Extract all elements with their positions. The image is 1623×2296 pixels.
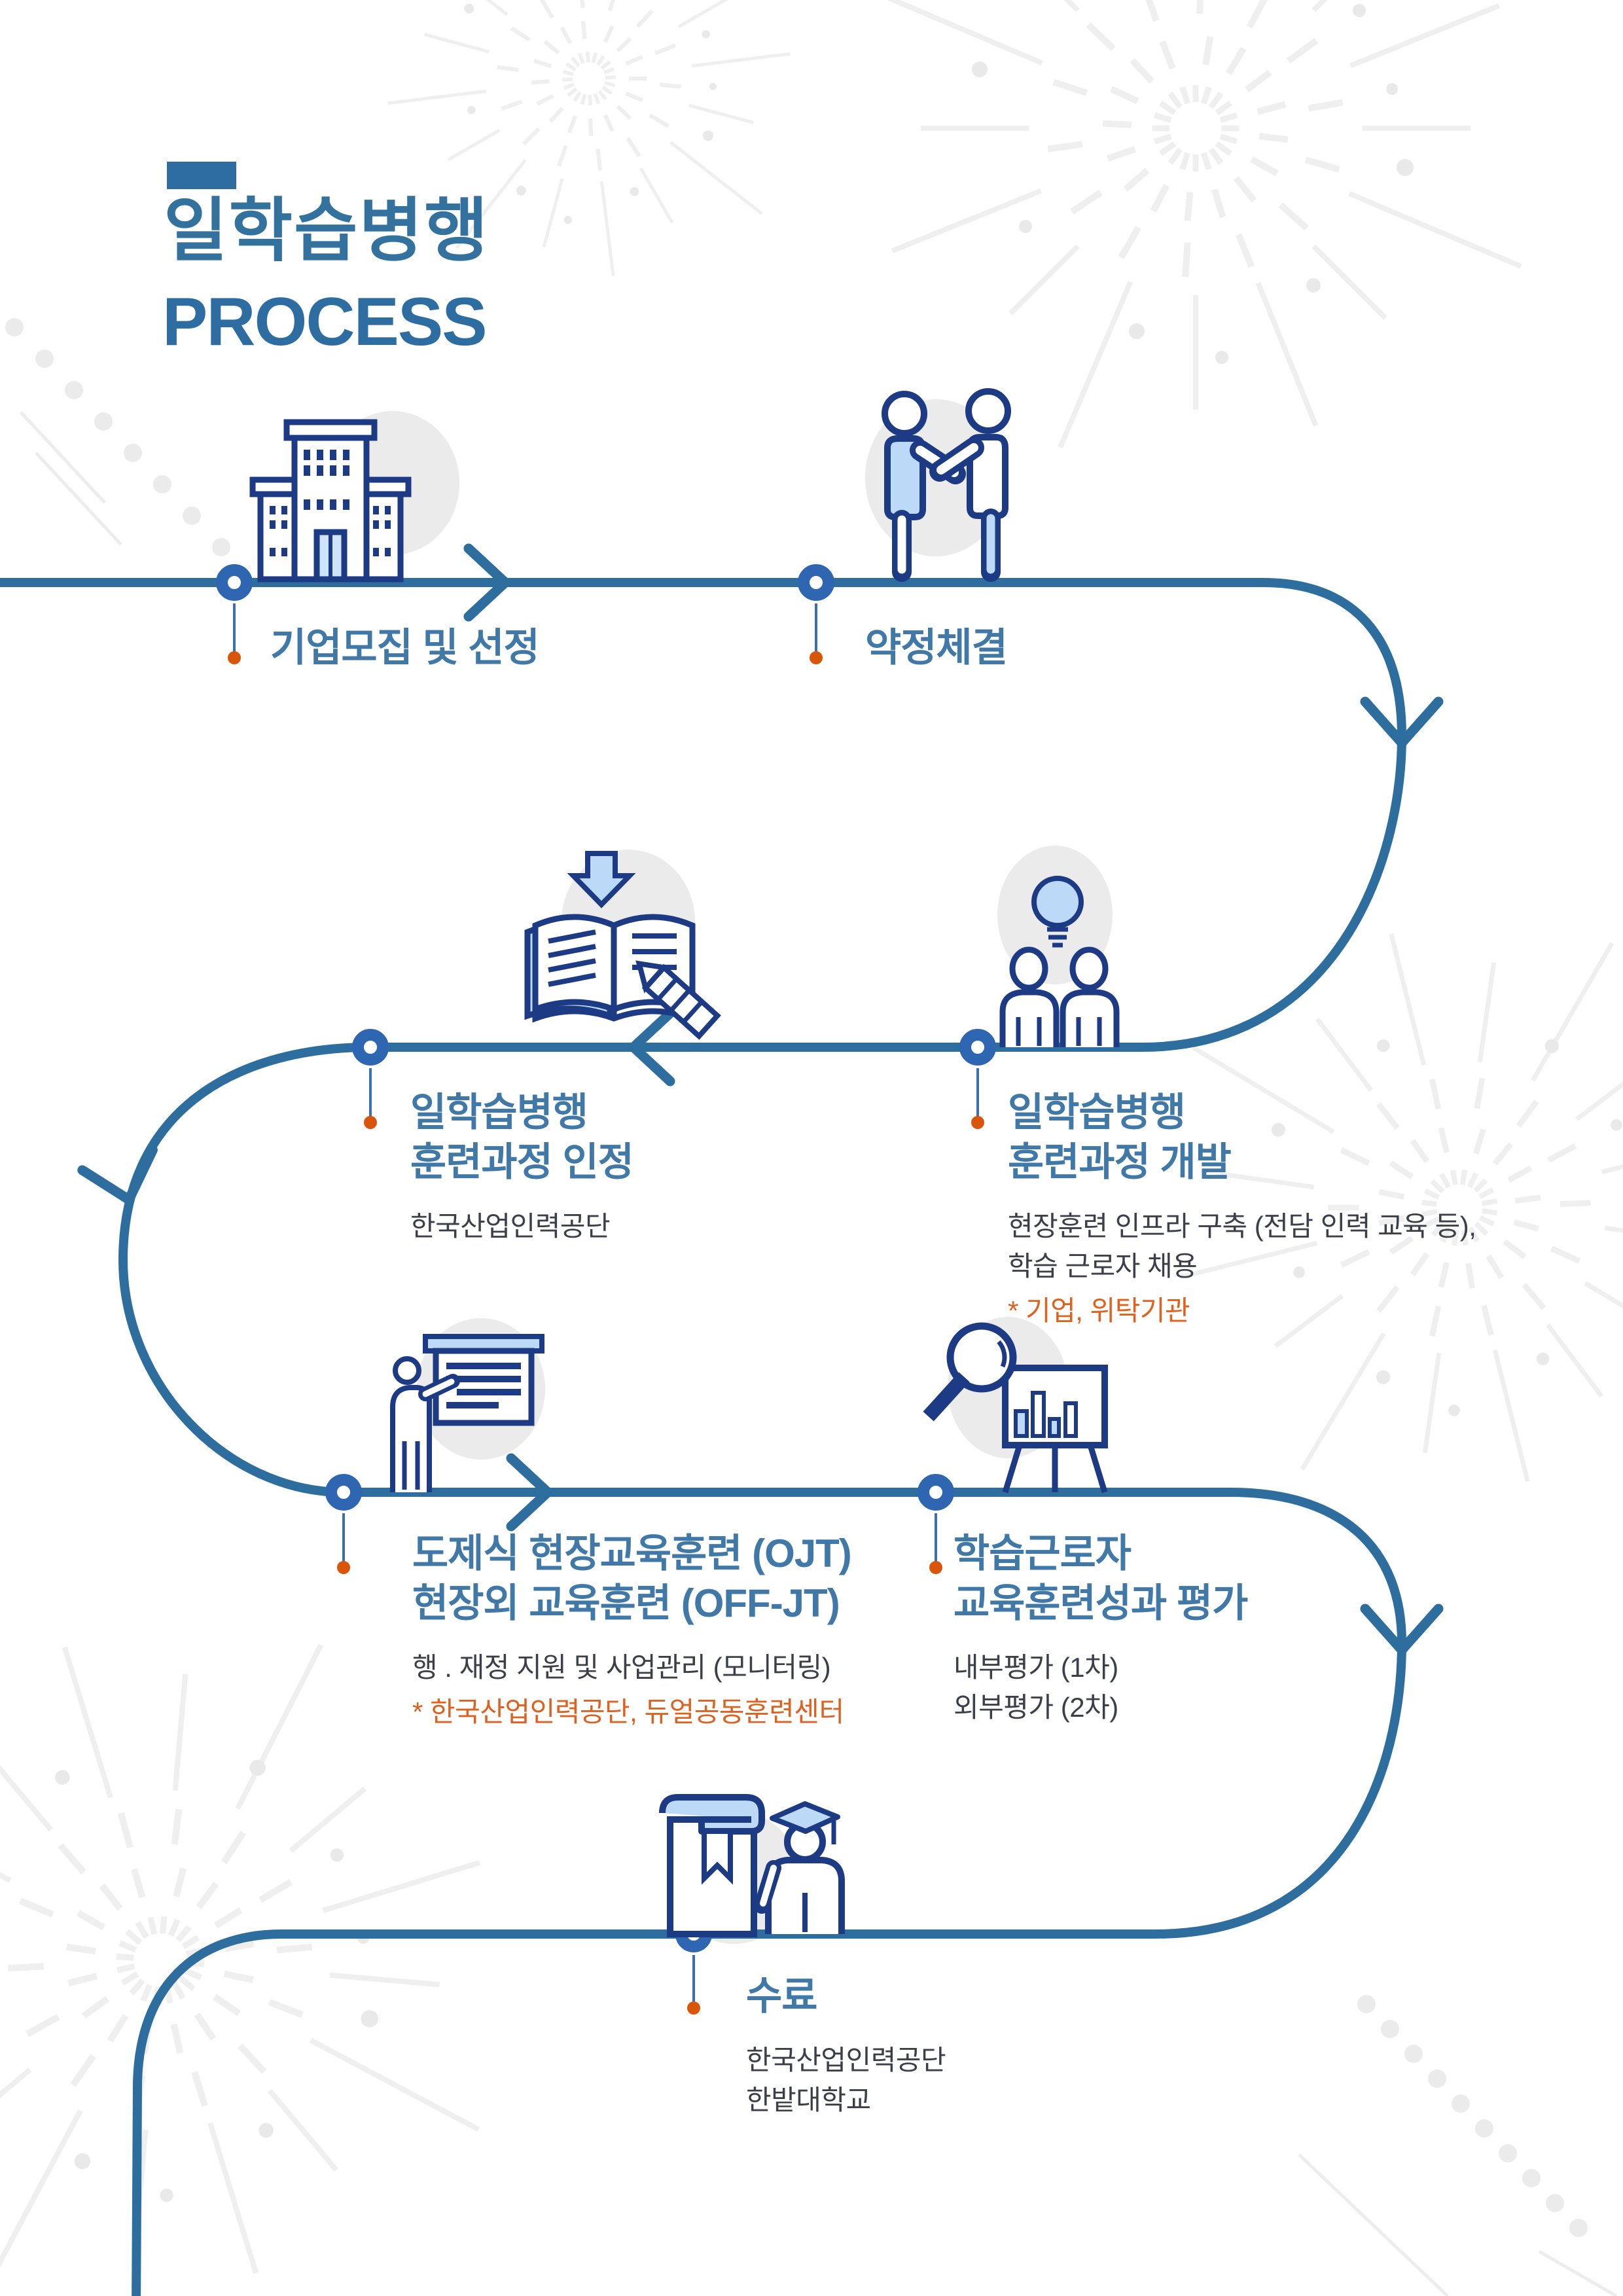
- step-title: 학습근로자 교육훈련성과 평가: [954, 1532, 1248, 1626]
- node-step-2: [798, 564, 834, 664]
- node-step-3: [959, 1029, 996, 1129]
- starburst-decoration-title-right: [343, 0, 836, 322]
- presenter-board-icon: [390, 1334, 544, 1492]
- step-title: 일학습병행 훈련과정 인정: [410, 1090, 634, 1185]
- arrow-down-icon: [1360, 696, 1444, 748]
- node-step-4: [352, 1029, 389, 1129]
- step-description: 한국산업인력공단: [410, 1211, 611, 1242]
- step-title: 도제식 현장교육훈련 (OJT) 현장외 교육훈련 (OFF-JT): [412, 1532, 852, 1626]
- step-title: 수료: [746, 1974, 817, 2018]
- node-step-1: [216, 564, 253, 664]
- step-title: 기업모집 및 선정: [270, 626, 540, 670]
- people-idea-icon: [999, 876, 1120, 1047]
- step-title: 일학습병행 훈련과정 개발: [1008, 1090, 1232, 1185]
- step-description: 내부평가 (1차) 외부평가 (2차): [954, 1652, 1118, 1723]
- arrow-down-icon: [1360, 1604, 1444, 1655]
- step-description: 행 . 재정 지원 및 사업관리 (모니터링): [412, 1652, 831, 1683]
- dot-chain-bottom-right: [1298, 1995, 1618, 2296]
- starburst-decoration-top-right: [870, 0, 1521, 448]
- step-3-course-development: 일학습병행 훈련과정 개발 현장훈련 인프라 구축 (전담 인력 교육 등), …: [1008, 1088, 1610, 1331]
- node-step-6: [918, 1474, 954, 1574]
- magnifier-chart-icon: [923, 1322, 1108, 1494]
- page-title-korean: 일학습병행: [164, 192, 490, 270]
- node-step-5: [325, 1474, 362, 1574]
- dot-chain-top-left: [5, 318, 230, 556]
- step-2-agreement: 약정체결: [865, 623, 1467, 673]
- step-7-completion: 수료 한국산업인력공단 한밭대학교: [746, 1971, 1348, 2121]
- step-4-course-recognition: 일학습병행 훈련과정 인정 한국산업인력공단: [410, 1088, 1012, 1247]
- arrow-down-left-icon: [77, 1145, 158, 1205]
- building-icon: [249, 419, 412, 583]
- process-path: [0, 578, 1407, 2296]
- step-note-orange: * 기업, 위탁기관: [1008, 1295, 1190, 1327]
- step-title: 약정체결: [865, 626, 1008, 670]
- flow-arrows: [77, 543, 1444, 1655]
- step-description: 한국산업인력공단 한밭대학교: [746, 2045, 946, 2116]
- step-6-performance-evaluation: 학습근로자 교육훈련성과 평가 내부평가 (1차) 외부평가 (2차): [954, 1529, 1556, 1728]
- step-1-company-recruitment: 기업모집 및 선정: [270, 623, 872, 673]
- page-title-english: PROCESS: [162, 284, 488, 360]
- book-approval-icon: [524, 851, 721, 1040]
- arrow-right-icon: [506, 1453, 553, 1532]
- arrow-right-icon: [463, 543, 510, 622]
- title-accent-bar: [167, 162, 236, 189]
- step-5-ojt-offjt-training: 도제식 현장교육훈련 (OJT) 현장외 교육훈련 (OFF-JT) 행 . 재…: [412, 1529, 1014, 1732]
- handshake-icon: [882, 388, 1011, 582]
- step-note-orange: * 한국산업인력공단, 듀얼공동훈련센터: [412, 1696, 844, 1728]
- arrow-left-icon: [628, 1008, 675, 1086]
- graduation-icon: [659, 1794, 845, 1937]
- step-nodes: [216, 564, 996, 2015]
- step-description: 현장훈련 인프라 구축 (전담 인력 교육 등), 학습 근로자 채용: [1008, 1211, 1476, 1282]
